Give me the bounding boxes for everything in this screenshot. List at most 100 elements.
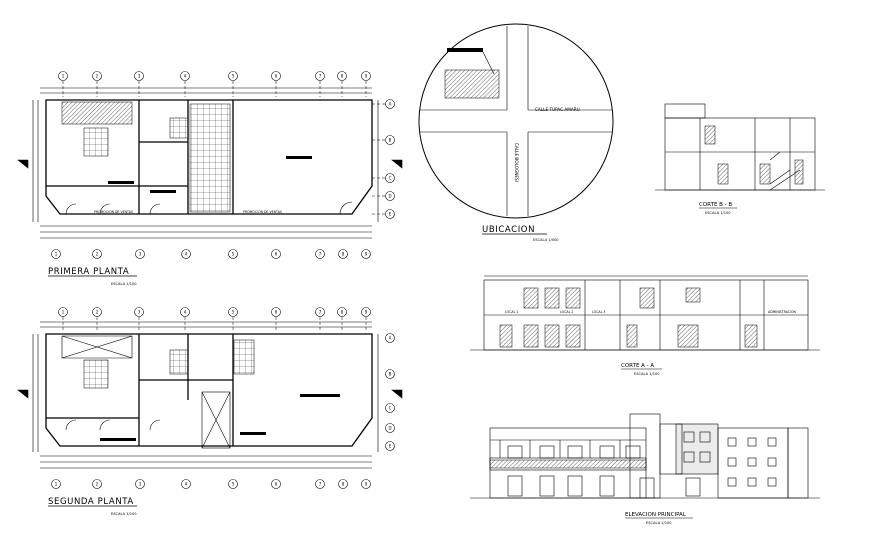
second-floor-plan: 1 2 3 4 5 6 7 8 9 1 2 3 4 5 6 7 8 9 A B C D E [17, 307, 403, 516]
location-lot [444, 69, 500, 99]
elevation-title: ELEVACION PRINCIPAL [625, 512, 687, 518]
axis-number-label: 5 [232, 74, 235, 79]
axis-letter-label: B [389, 372, 392, 377]
first-plan-axis-bubbles-top: 1 2 3 4 5 6 7 8 9 [58, 71, 371, 81]
street-horizontal-label: CALLE TUPAC AMARU [535, 107, 580, 112]
axis-number-label: 3 [139, 482, 142, 487]
section-aa-title: CORTE A - A [621, 363, 654, 369]
axis-number-label: 1 [55, 482, 58, 487]
axis-letter-label: A [389, 336, 392, 341]
axis-number-label: 7 [319, 482, 322, 487]
second-plan-void-2 [201, 391, 231, 449]
section-bb-scale: ESCALA 1/100 [705, 211, 731, 215]
axis-letter-label: E [389, 444, 392, 449]
second-plan-dimensions [32, 321, 379, 469]
axis-number-label: 8 [342, 252, 345, 257]
second-plan-title: SEGUNDA PLANTA [48, 497, 134, 507]
axis-letter-label: D [388, 194, 391, 199]
axis-letter-label: C [389, 176, 392, 181]
axis-number-label: 5 [232, 310, 235, 315]
axis-number-label: 4 [184, 74, 187, 79]
axis-number-label: 7 [319, 74, 322, 79]
axis-number-label: 5 [232, 482, 235, 487]
axis-number-label: 4 [184, 310, 187, 315]
first-plan-tile-block [169, 117, 189, 139]
axis-number-label: 5 [232, 252, 235, 257]
second-plan-section-marks [17, 389, 403, 399]
axis-letter-label: A [389, 102, 392, 107]
axis-number-label: 9 [365, 74, 368, 79]
first-plan-title: PRIMERA PLANTA [48, 267, 129, 277]
axis-number-label: 1 [62, 74, 65, 79]
first-plan-dimensions [32, 87, 379, 239]
axis-number-label: 2 [96, 252, 99, 257]
axis-number-label: 9 [365, 482, 368, 487]
first-plan-room-label: PROMOCION DE VENTAS [94, 210, 133, 214]
section-aa-scale: ESCALA 1/100 [634, 372, 660, 376]
first-plan-doors [65, 201, 353, 215]
section-bb-drawing [655, 103, 825, 191]
first-plan-stair-tiles [189, 103, 231, 213]
second-plan-room-tag [100, 438, 136, 441]
axis-number-label: 2 [96, 310, 99, 315]
axis-number-label: 3 [139, 252, 142, 257]
street-vertical-label: CALLE BOLOGNESI [514, 143, 519, 182]
axis-number-label: 6 [275, 310, 278, 315]
axis-number-label: 2 [96, 74, 99, 79]
second-plan-axis-bubbles-right: A B C D E [385, 333, 395, 451]
elevation-scale: ESCALA 1/100 [646, 521, 672, 525]
section-bb-openings [704, 125, 804, 185]
first-plan-scale: ESCALA 1/100 [111, 282, 137, 286]
axis-number-label: 2 [96, 482, 99, 487]
axis-number-label: 6 [275, 252, 278, 257]
section-aa-room-label: LOCAL 1 [505, 310, 518, 314]
location-title: UBICACION [482, 225, 535, 235]
location-map: CALLE TUPAC AMARU CALLE BOLOGNESI UBICAC… [418, 23, 614, 242]
axis-letter-label: D [388, 426, 391, 431]
location-leader [482, 51, 495, 75]
elevation-drawing [470, 413, 820, 499]
section-aa-room-label-2: LOCAL 2 [560, 310, 573, 314]
second-plan-room-tag-2 [300, 394, 340, 397]
axis-number-label: 1 [62, 310, 65, 315]
section-bb-title: CORTE B - B [699, 202, 732, 208]
first-plan-section-marks [17, 159, 403, 169]
axis-number-label: 6 [275, 482, 278, 487]
first-plan-room-label-2: PROMOCION DE VENTAS [243, 210, 282, 214]
axis-number-label: 9 [365, 310, 368, 315]
axis-number-label: 9 [365, 252, 368, 257]
axis-number-label: 7 [319, 310, 322, 315]
axis-letter-label: C [389, 406, 392, 411]
main-elevation: ELEVACION PRINCIPAL ESCALA 1/100 [470, 413, 820, 525]
axis-number-label: 8 [342, 482, 345, 487]
first-plan-outer-wall [45, 99, 373, 215]
section-aa-doors [499, 287, 758, 348]
second-plan-tile-block-2 [233, 339, 255, 375]
second-plan-scale: ESCALA 1/100 [111, 512, 137, 516]
section-aa: LOCAL 1 LOCAL 2 LOCAL 3 ADMINISTRACION C… [470, 275, 820, 376]
first-plan-room-tag [286, 156, 312, 159]
first-plan-grid-lines [62, 81, 385, 215]
axis-number-label: 3 [138, 310, 141, 315]
second-plan-bath-tiles [83, 359, 109, 389]
elevation-columns [499, 440, 621, 458]
axis-number-label: 3 [138, 74, 141, 79]
location-circle [418, 23, 614, 219]
second-plan-axis-bubbles-top: 1 2 3 4 5 6 7 8 9 [58, 307, 371, 317]
location-lot-label [447, 48, 483, 52]
axis-number-label: 8 [341, 310, 344, 315]
axis-number-label: 6 [275, 74, 278, 79]
section-aa-drawing [470, 275, 820, 351]
section-aa-room-label-4: ADMINISTRACION [768, 310, 797, 314]
second-plan-void [61, 335, 133, 359]
axis-number-label: 8 [341, 74, 344, 79]
axis-number-label: 1 [55, 252, 58, 257]
elevation-balcony-rail [489, 459, 647, 469]
section-aa-room-label-3: LOCAL 3 [592, 310, 605, 314]
first-plan-bath-tiles [83, 127, 109, 157]
axis-number-label: 4 [185, 482, 188, 487]
second-plan-grid-lines [62, 317, 367, 332]
